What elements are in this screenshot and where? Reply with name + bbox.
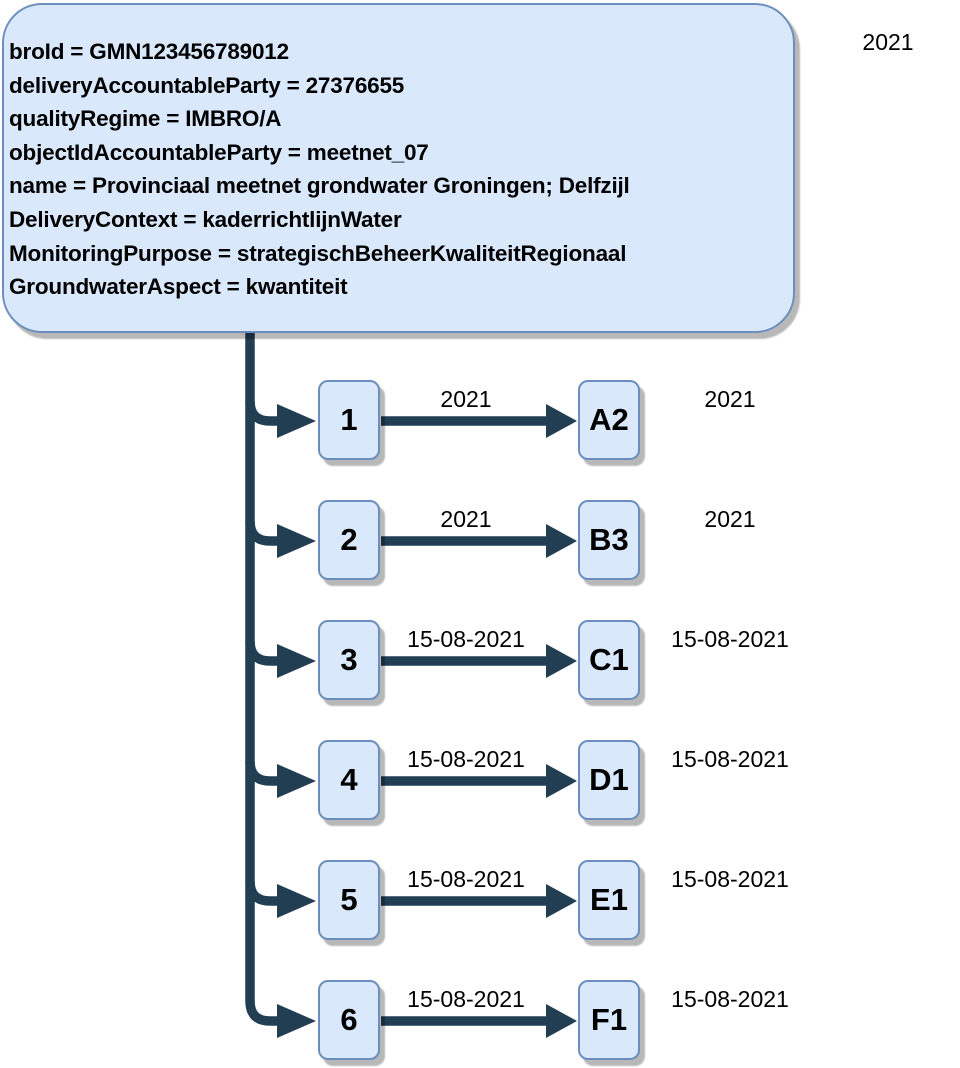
measuring-point-text: C1 [589,642,629,677]
branch-edge [245,400,278,426]
tree-row-1: 2021 1 A2 2021 [0,380,960,460]
gmn-attributes-box: broId = GMN123456789012 deliveryAccounta… [2,3,795,333]
edge-date-label: 2021 [440,506,492,532]
branch-arrowhead-icon [277,884,316,918]
tube-number-text: 5 [340,882,358,917]
attr-name: name = Provinciaal meetnet grondwater Gr… [9,173,630,199]
measuring-point-text: A2 [589,402,629,437]
measuring-point-node: C1 [578,620,640,700]
row-date-label: 15-08-2021 [671,866,789,892]
row-date-label: 15-08-2021 [671,626,789,652]
row-date-label: 15-08-2021 [671,746,789,772]
row-arrowhead-icon [546,1004,577,1038]
tree-row-6: 15-08-2021 6 F1 15-08-2021 [0,980,960,1060]
row-date-label: 15-08-2021 [671,986,789,1012]
tube-number-text: 3 [340,642,358,677]
measuring-point-node: B3 [578,500,640,580]
measuring-point-text: E1 [590,882,628,917]
edge-date-label: 15-08-2021 [407,746,525,772]
row-date-label: 2021 [704,506,756,532]
attr-broid: broId = GMN123456789012 [9,39,289,64]
row-arrowhead-icon [546,404,577,438]
tube-number-node: 2 [318,500,380,580]
row-date-label: 2021 [704,386,756,412]
branch-edge [245,1000,278,1026]
measuring-point-node: D1 [578,740,640,820]
branch-edge [245,640,278,666]
edge-date-label: 15-08-2021 [407,986,525,1012]
branch-edge [245,520,278,546]
measuring-point-text: B3 [589,522,629,557]
tube-number-text: 2 [340,522,358,557]
tube-number-node: 3 [318,620,380,700]
branch-arrowhead-icon [277,644,316,678]
measuring-point-node: F1 [578,980,640,1060]
attr-delivery-accountable-party: deliveryAccountableParty = 27376655 [9,72,405,98]
tube-number-node: 6 [318,980,380,1060]
row-arrowhead-icon [546,644,577,678]
branch-edge [245,880,278,906]
branch-arrowhead-icon [277,1004,316,1038]
attr-monitoring-purpose: MonitoringPurpose = strategischBeheerKwa… [9,240,627,266]
attr-delivery-context: DeliveryContext = kaderrichtlijnWater [9,206,402,232]
attr-groundwater-aspect: GroundwaterAspect = kwantiteit [9,274,348,300]
tube-number-text: 4 [340,762,358,797]
tube-number-node: 5 [318,860,380,940]
branch-arrowhead-icon [277,404,316,438]
tree-row-5: 15-08-2021 5 E1 15-08-2021 [0,860,960,940]
edge-date-label: 15-08-2021 [407,626,525,652]
tree-row-4: 15-08-2021 4 D1 15-08-2021 [0,740,960,820]
network-year-label: 2021 [862,29,914,55]
tube-number-node: 4 [318,740,380,820]
row-arrowhead-icon [546,764,577,798]
row-arrowhead-icon [546,884,577,918]
tube-number-text: 6 [340,1002,358,1037]
measuring-point-text: D1 [589,762,629,797]
tree-row-3: 15-08-2021 3 C1 15-08-2021 [0,620,960,700]
measuring-point-node: E1 [578,860,640,940]
tube-number-node: 1 [318,380,380,460]
edge-date-label: 15-08-2021 [407,866,525,892]
branch-arrowhead-icon [277,524,316,558]
attr-quality-regime: qualityRegime = IMBRO/A [9,106,282,132]
branch-edge [245,760,278,786]
tree-row-2: 2021 2 B3 2021 [0,500,960,580]
attr-object-id-accountable-party: objectIdAccountableParty = meetnet_07 [9,139,429,165]
edge-date-label: 2021 [440,386,492,412]
branch-arrowhead-icon [277,764,316,798]
measuring-point-node: A2 [578,380,640,460]
tube-number-text: 1 [340,402,358,437]
row-arrowhead-icon [546,524,577,558]
measuring-point-text: F1 [590,1002,628,1037]
